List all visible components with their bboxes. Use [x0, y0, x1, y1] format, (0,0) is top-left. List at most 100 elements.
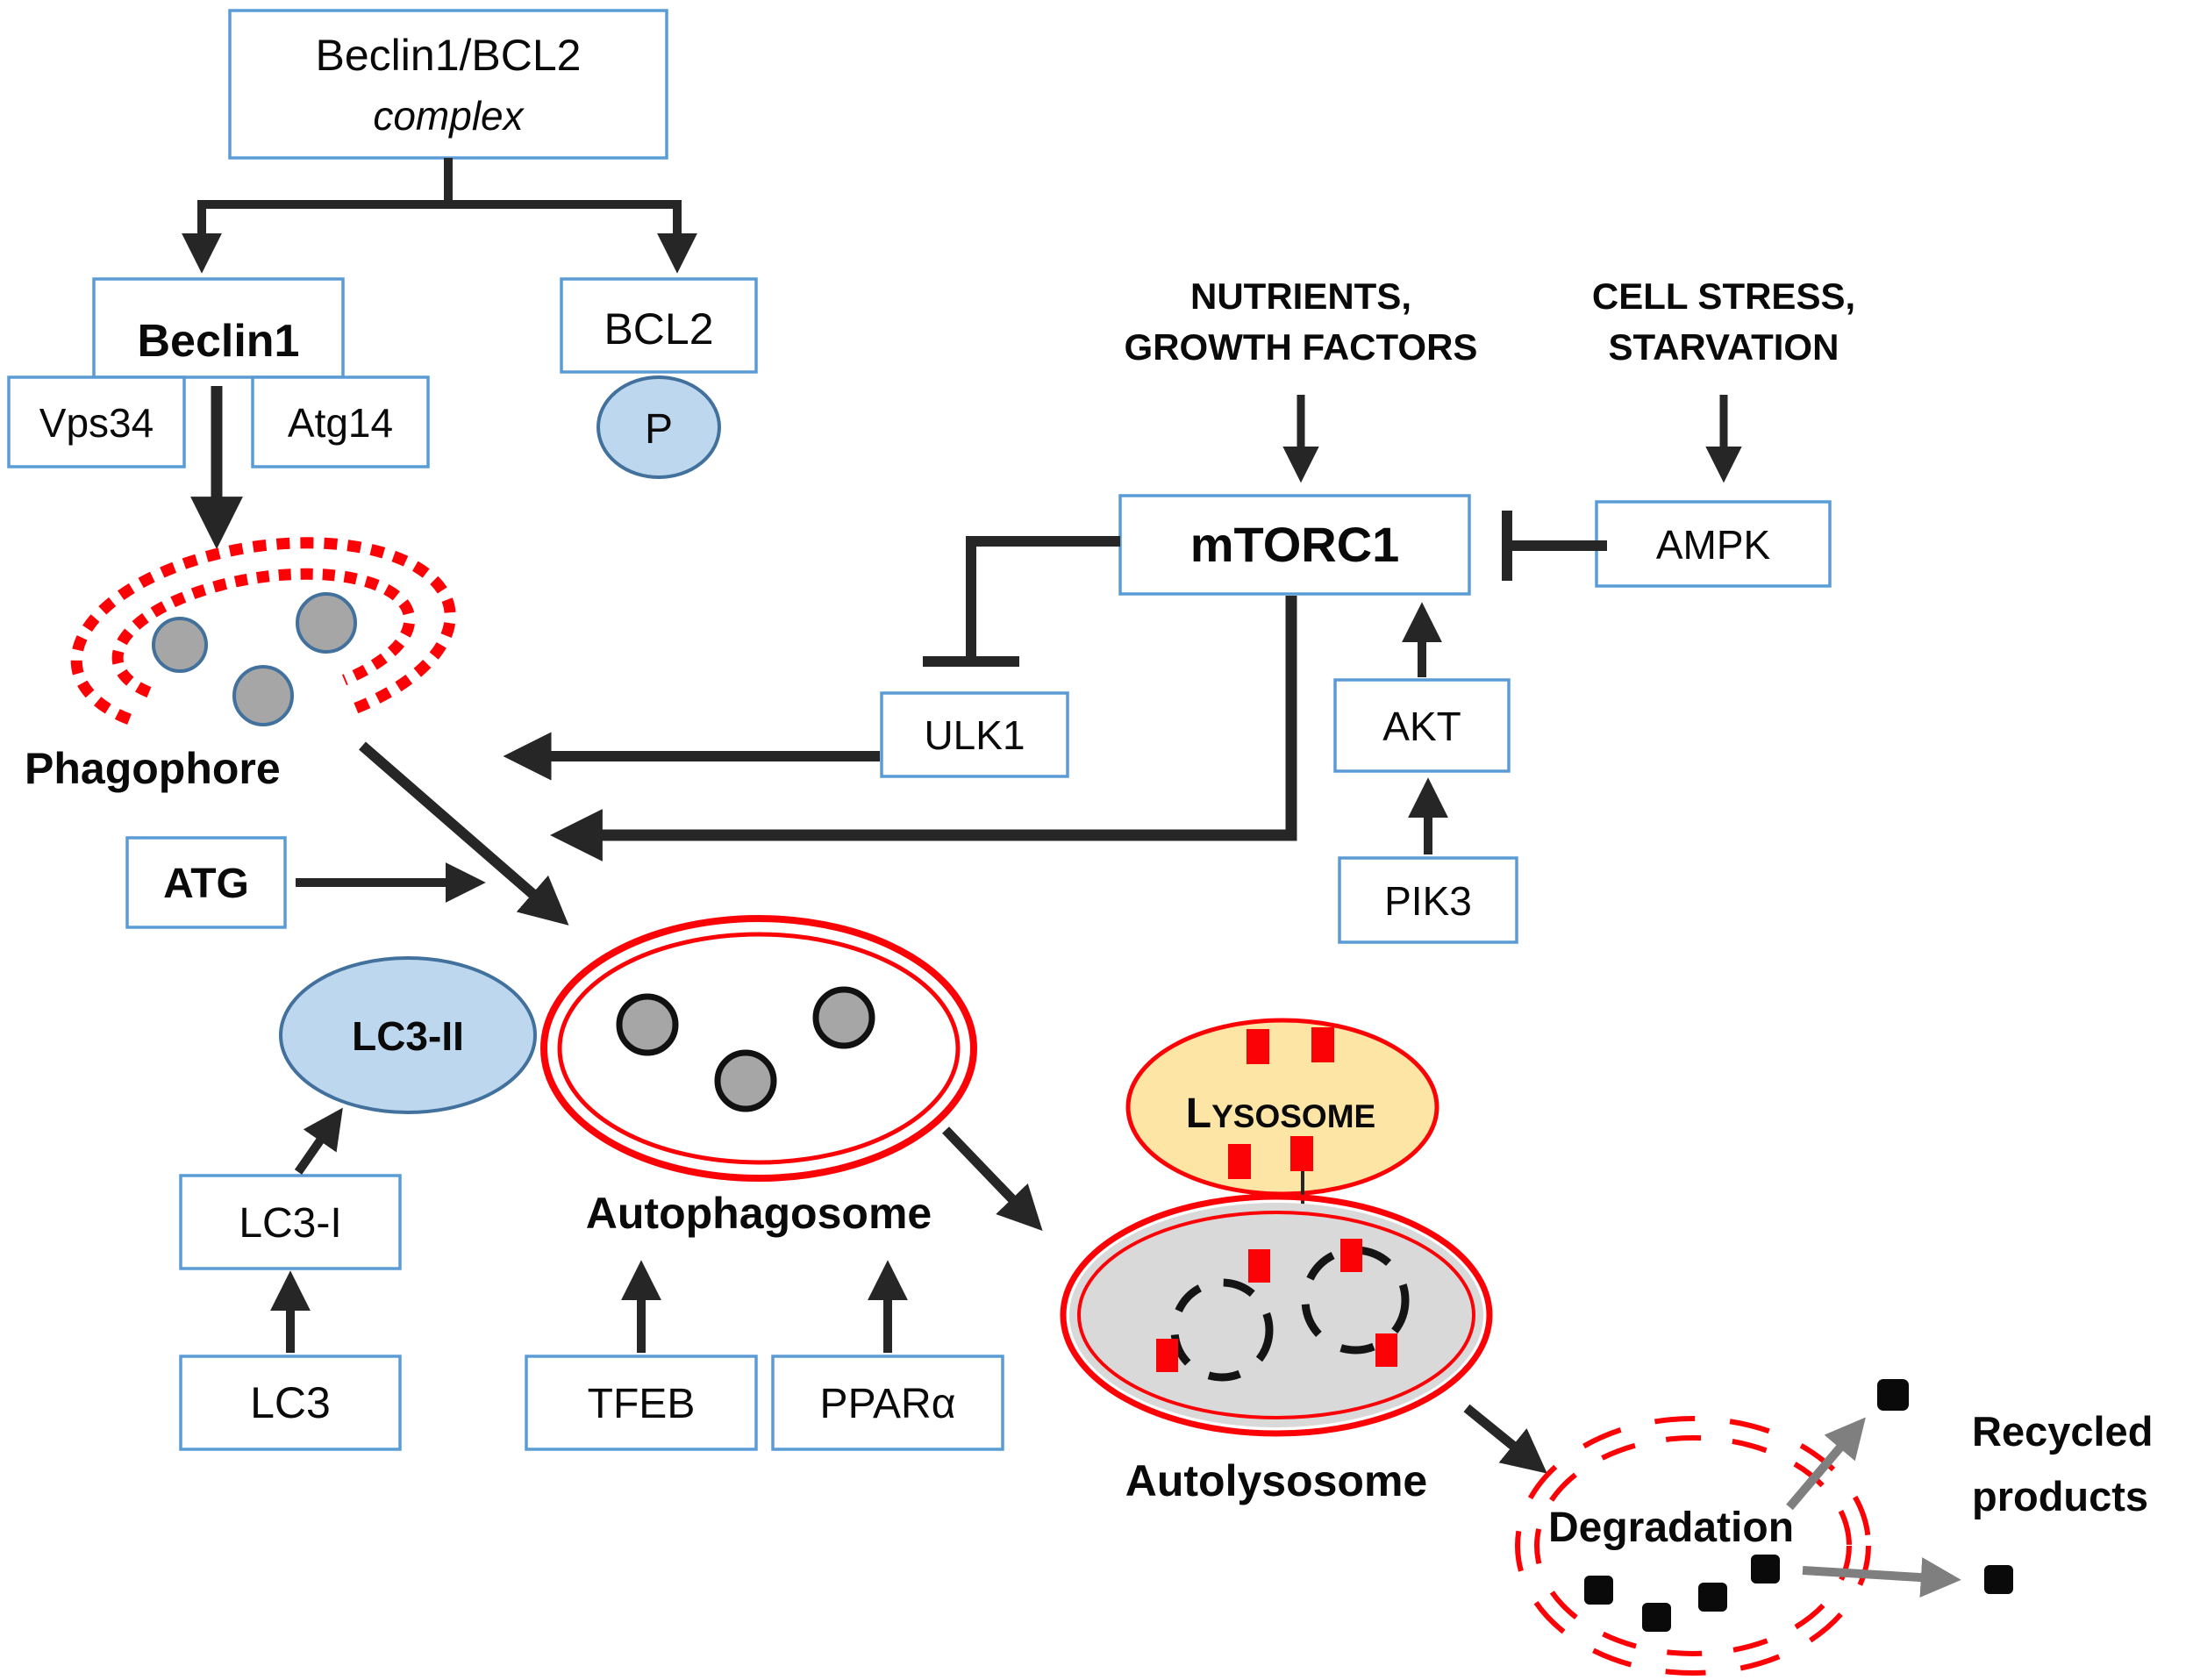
arrow-autolysosome-to-degradation	[1463, 1404, 1547, 1474]
ppar-alpha-label: PPARα	[820, 1381, 956, 1427]
autolysosome-vesicle-dashed-circle	[1170, 1278, 1274, 1382]
degradation-group: Degradation	[1515, 1416, 1871, 1676]
degradation-label: Degradation	[1548, 1505, 1794, 1551]
arrow-degradation-to-recycled-up	[1786, 1417, 1866, 1511]
lc3-chain: LC3 LC3-I LC3-II	[179, 956, 537, 1451]
recycled-products-label-line2: products	[1972, 1473, 2148, 1519]
beclin1-bcl2-complex-label: Beclin1/BCL2	[316, 31, 582, 80]
recycled-products-group: Recycled products	[1786, 1379, 2153, 1598]
lc3i-box	[179, 1174, 402, 1270]
nutrients-label-line1: NUTRIENTS,	[1190, 275, 1411, 317]
phagophore-cargo-circle	[152, 617, 208, 673]
degraded-product-square	[1751, 1555, 1780, 1583]
phagophore-inner-arc	[111, 568, 416, 698]
autolysosome-vesicle-dashed-circle	[1301, 1246, 1410, 1355]
ulk1-box	[880, 691, 1069, 778]
autophagosome-group: Autophagosome	[540, 915, 977, 1238]
arrow-degradation-to-recycled-right	[1802, 1557, 1961, 1598]
lc3-box	[179, 1355, 402, 1451]
akt-box	[1333, 678, 1511, 773]
formation-group: ATG	[125, 741, 569, 929]
arrow-lc3i-to-lc3ii	[294, 1107, 343, 1175]
phagophore-label: Phagophore	[25, 744, 281, 793]
ampk-box	[1595, 500, 1832, 588]
degradation-outer-dashed-membrane	[1515, 1416, 1871, 1676]
phagophore-cargo-circle	[232, 665, 294, 726]
autolysosome-enzyme-square	[1248, 1249, 1270, 1283]
autolysosome-body	[1069, 1203, 1483, 1427]
cell-stress-label-line2: STARVATION	[1609, 326, 1839, 368]
complex-sublabel: complex	[373, 93, 525, 139]
autophagosome-body	[544, 919, 974, 1178]
upstream-inputs: NUTRIENTS, GROWTH FACTORS CELL STRESS, S…	[1125, 275, 1855, 483]
autolysosome-inner-membrane	[1077, 1211, 1475, 1419]
beclin1-label: Beclin1	[138, 316, 300, 367]
lysosome-label: LYSOSOME	[1186, 1090, 1375, 1137]
recycled-product-square	[1877, 1379, 1909, 1411]
lysosome-label-rest: YSOSOME	[1211, 1098, 1375, 1134]
autolysosome-outer-membrane	[1060, 1193, 1493, 1437]
bcl2-label: BCL2	[604, 304, 713, 354]
autolysosome-enzyme-square	[1375, 1333, 1397, 1367]
recycled-product-square	[1984, 1565, 2013, 1594]
autolysosome-group: Autolysosome	[1060, 1193, 1493, 1505]
pik3-label: PIK3	[1384, 878, 1472, 924]
vps34-label: Vps34	[39, 400, 154, 446]
lysosome-enzyme-square	[1311, 1027, 1334, 1062]
nutrients-label-line2: GROWTH FACTORS	[1125, 326, 1478, 368]
arrow-mtorc1-to-formation	[550, 596, 1297, 861]
cell-stress-label-line1: CELL STRESS,	[1592, 275, 1855, 317]
autolysosome-label: Autolysosome	[1125, 1456, 1428, 1505]
atg-label: ATG	[163, 861, 249, 907]
recycled-products-label-line1: Recycled	[1972, 1408, 2153, 1455]
bcl2-box	[560, 277, 758, 374]
lc3ii-label: LC3-II	[352, 1013, 464, 1059]
atg14-label: Atg14	[288, 400, 393, 446]
autophagosome-cargo-circle	[812, 986, 875, 1049]
vps34-box	[7, 375, 186, 468]
lysosome-label-initial: L	[1186, 1090, 1211, 1137]
autophagosome-cargo-circle	[616, 993, 679, 1056]
lysosome-enzyme-square	[1228, 1144, 1251, 1179]
mtorc1-box	[1118, 494, 1471, 596]
lysosome-group: LYSOSOME	[1125, 1018, 1439, 1264]
phagophore-cargo-circle	[296, 592, 357, 654]
autolysosome-enzyme-square	[1340, 1239, 1362, 1272]
tfeb-box	[525, 1355, 758, 1451]
degraded-product-square	[1584, 1576, 1613, 1605]
phosphorylation-circle	[596, 375, 721, 479]
autophagosome-cargo-circle	[714, 1049, 777, 1112]
beclin1-box	[92, 277, 345, 379]
lysosome-enzyme-square	[1247, 1029, 1269, 1064]
degraded-product-square	[1698, 1583, 1727, 1612]
phagophore-group: Phagophore	[25, 537, 456, 793]
mtorc1-label: mTORC1	[1190, 517, 1400, 572]
lc3-label: LC3	[250, 1378, 331, 1427]
kinase-network: mTORC1 AMPK ULK1 AKT PIK3	[503, 494, 1832, 944]
arrow-phagophore-to-autophagosome	[359, 741, 569, 926]
ulk1-label: ULK1	[924, 712, 1025, 758]
atg14-box	[251, 375, 430, 468]
lc3i-label: LC3-I	[239, 1200, 341, 1247]
beclin-bcl2-cluster: Beclin1/BCL2 complex Beclin1 BCL2 Vps34 …	[7, 9, 758, 549]
beclin1-bcl2-complex-box	[228, 9, 668, 160]
ppar-alpha-box	[771, 1355, 1004, 1451]
lysosome-enzyme-square	[1290, 1136, 1313, 1171]
lc3ii-ellipse	[279, 956, 537, 1114]
degraded-product-square	[1642, 1603, 1671, 1632]
autophagosome-outer-membrane	[540, 915, 977, 1182]
phagophore-membrane	[70, 537, 456, 726]
transcription-factors: TFEB PPARα	[525, 1260, 1004, 1451]
ampk-label: AMPK	[1656, 522, 1771, 568]
autophagosome-label: Autophagosome	[586, 1189, 932, 1238]
arrow-autophagosome-to-autolysosome	[942, 1126, 1043, 1231]
inhibition-mtorc1-ulk1-line	[966, 536, 1120, 656]
pik3-box	[1338, 856, 1518, 944]
degradation-inner-dashed-membrane	[1534, 1435, 1852, 1656]
tfeb-label: TFEB	[588, 1381, 696, 1427]
atg-box	[125, 836, 287, 929]
autophagosome-inner-membrane	[557, 932, 961, 1165]
autolysosome-enzyme-square	[1156, 1339, 1178, 1372]
